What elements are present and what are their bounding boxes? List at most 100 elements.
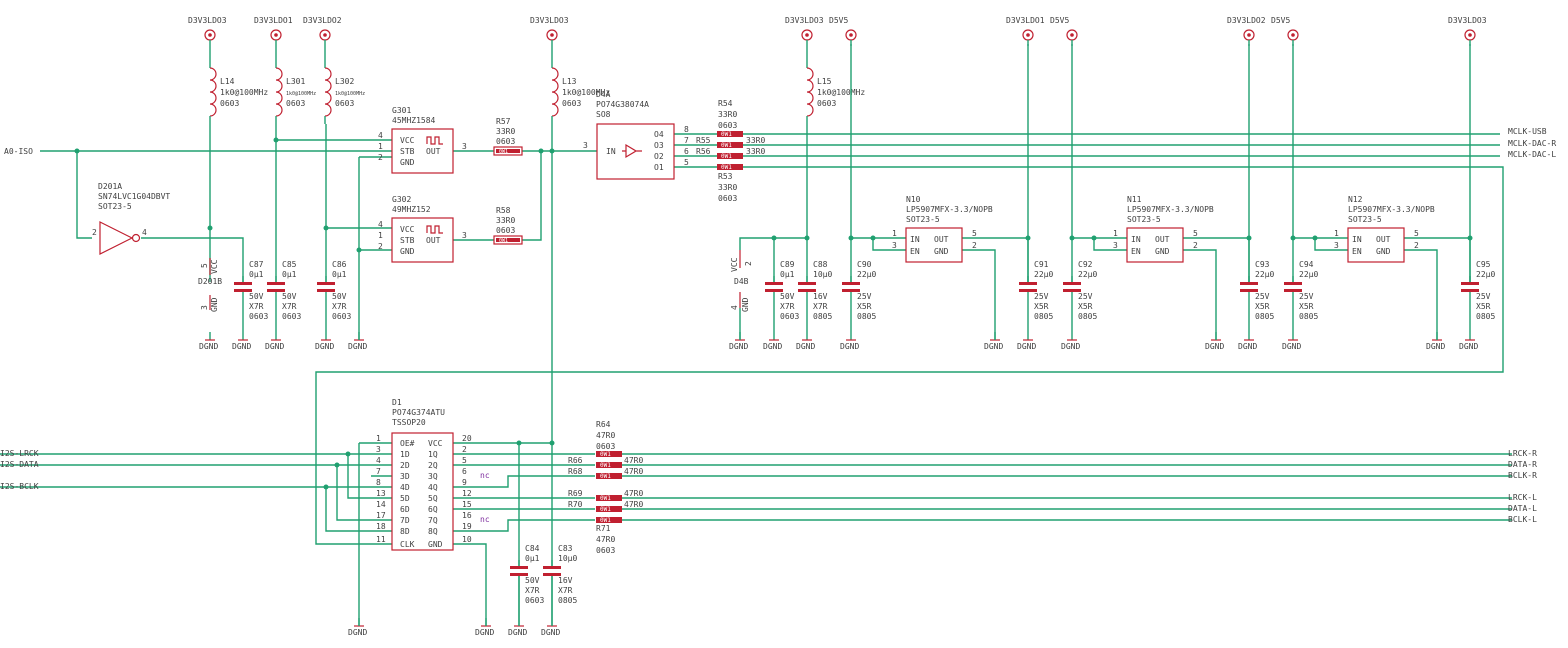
capacitor-icon xyxy=(317,289,335,292)
r54-ref: R54 xyxy=(718,99,733,108)
ldo-pin2: 2 xyxy=(1414,241,1419,250)
power-port-dot xyxy=(323,33,327,37)
cap-package: 0805 xyxy=(1034,312,1053,321)
osc2-value: 49MHZ152 xyxy=(392,205,431,214)
cap-ref: C87 xyxy=(249,260,264,269)
buffer-o2: O2 xyxy=(654,152,664,161)
cap-voltage: 50V xyxy=(332,292,347,301)
cap-ref: C85 xyxy=(282,260,297,269)
inductor-value: 1k0@100MHz xyxy=(817,88,865,97)
ground-label: DGND xyxy=(984,342,1003,351)
inductor-ref: L302 xyxy=(335,77,354,86)
r69-ref: R69 xyxy=(568,489,583,498)
osc1-vcc: VCC xyxy=(400,136,415,145)
r64-ref: R64 xyxy=(596,420,611,429)
ff-nc-7q: nc xyxy=(480,515,490,524)
d201b-gnd: GND xyxy=(210,297,219,312)
cap-dielectric: X7R xyxy=(249,302,264,311)
d201b-ref: D201B xyxy=(198,277,222,286)
ground-label: DGND xyxy=(1459,342,1478,351)
cap-voltage: 25V xyxy=(1255,292,1270,301)
buffer-package: SO8 xyxy=(596,110,611,119)
resistor-r57: 0W1 R57 33R0 0603 xyxy=(493,117,523,156)
r69-body: 0W1 xyxy=(600,495,611,502)
cap-value: 22µ0 xyxy=(1034,270,1053,279)
ldo-out: OUT xyxy=(1376,235,1391,244)
inverter-ref: D201A xyxy=(98,182,122,191)
cap-package: 0805 xyxy=(857,312,876,321)
ground-label: DGND xyxy=(1205,342,1224,351)
rail-label: D5V5 xyxy=(1271,16,1290,25)
capacitor-icon xyxy=(1240,289,1258,292)
ground-label: DGND xyxy=(232,342,251,351)
ldo-ref: N10 xyxy=(906,195,921,204)
inductor-package: 0603 xyxy=(817,99,836,108)
ff-resistors: 0W1 0W1 0W1 0W1 0W1 0W1 R64 47R0 0603 R6… xyxy=(568,420,643,555)
inductor-ref: L13 xyxy=(562,77,577,86)
capacitor-icon xyxy=(267,282,285,285)
ff-ref: D1 xyxy=(392,398,402,407)
ff-right-label: 2Q xyxy=(428,461,438,470)
cap-voltage: 25V xyxy=(1476,292,1491,301)
ff-left-label: 2D xyxy=(400,461,410,470)
r57-value: 33R0 xyxy=(496,127,515,136)
capacitor-icon xyxy=(1063,282,1081,285)
ff-left-pin: 1 xyxy=(376,434,381,443)
inductor-icon xyxy=(275,67,283,117)
r64-value: 47R0 xyxy=(596,431,615,440)
d201b-pin5: 5 xyxy=(200,263,209,268)
osc2-pin1: 1 xyxy=(378,231,383,240)
cap-package: 0805 xyxy=(1255,312,1274,321)
cap-dielectric: X7R xyxy=(282,302,297,311)
osc1-pin1: 1 xyxy=(378,142,383,151)
rail-label: D3V3LDO3 xyxy=(1448,16,1487,25)
net-data-l: DATA-L xyxy=(1508,504,1537,513)
cap-package: 0805 xyxy=(1078,312,1097,321)
ff-left-pin: 8 xyxy=(376,478,381,487)
buffer-resistors: 0W1 0W1 0W1 0W1 R54 33R0 0603 R55 33R0 R… xyxy=(696,99,765,203)
ff-right-pin: 6 xyxy=(462,467,467,476)
net-i2s-bclk: I2S-BCLK xyxy=(0,482,39,491)
ldo-pin1: 1 xyxy=(892,229,897,238)
net-i2s-data: I2S-DATA xyxy=(0,460,39,469)
cap-ref: C86 xyxy=(332,260,347,269)
capacitor-icon xyxy=(510,566,528,569)
ff-left-label: 6D xyxy=(400,505,410,514)
net-bclk-r: BCLK-R xyxy=(1508,471,1537,480)
net-mclk-dac-r: MCLK-DAC-R xyxy=(1508,139,1556,148)
square-wave-icon xyxy=(426,136,443,145)
power-port-dot xyxy=(1468,33,1472,37)
ldo-body xyxy=(905,227,963,263)
ff-right-label: 5Q xyxy=(428,494,438,503)
r64-body: 0W1 xyxy=(600,451,611,458)
inverter-d201a: D201A SN74LVC1G04DBVT SOT23-5 2 4 xyxy=(92,182,170,255)
cap-package: 0603 xyxy=(282,312,301,321)
capacitor-icon xyxy=(1284,282,1302,285)
d4b-ref: D4B xyxy=(734,277,749,286)
oscillator-g302: G302 49MHZ152 VCC STB GND OUT 4 1 2 3 xyxy=(378,195,467,263)
buffer-o4: O4 xyxy=(654,130,664,139)
cap-voltage: 25V xyxy=(1034,292,1049,301)
power-port-dot xyxy=(1026,33,1030,37)
ff-right-pin: 9 xyxy=(462,478,467,487)
cap-package: 0805 xyxy=(1476,312,1495,321)
cap-voltage: 25V xyxy=(857,292,872,301)
oscillator-g301: G301 45MHZ1584 VCC STB GND OUT 4 1 2 3 xyxy=(378,106,467,174)
cap-ref: C91 xyxy=(1034,260,1049,269)
inverter-value: SN74LVC1G04DBVT xyxy=(98,192,170,201)
cap-value: 0µ1 xyxy=(780,270,795,279)
net-label-a0-iso: A0-ISO xyxy=(4,147,33,156)
r70-value: 47R0 xyxy=(624,500,643,509)
ff-right-pin: 5 xyxy=(462,456,467,465)
buffer-pin7: 7 xyxy=(684,136,689,145)
inductors: L141k0@100MHz0603L3011k0@100MHz0603L3021… xyxy=(209,46,865,124)
r55-value: 33R0 xyxy=(746,136,765,145)
ldo-out: OUT xyxy=(934,235,949,244)
ldo-en: EN xyxy=(1131,247,1141,256)
ff-left-label: 8D xyxy=(400,527,410,536)
ff-right-pin: 15 xyxy=(462,500,472,509)
cap-package: 0805 xyxy=(1299,312,1318,321)
ground-label: DGND xyxy=(1426,342,1445,351)
